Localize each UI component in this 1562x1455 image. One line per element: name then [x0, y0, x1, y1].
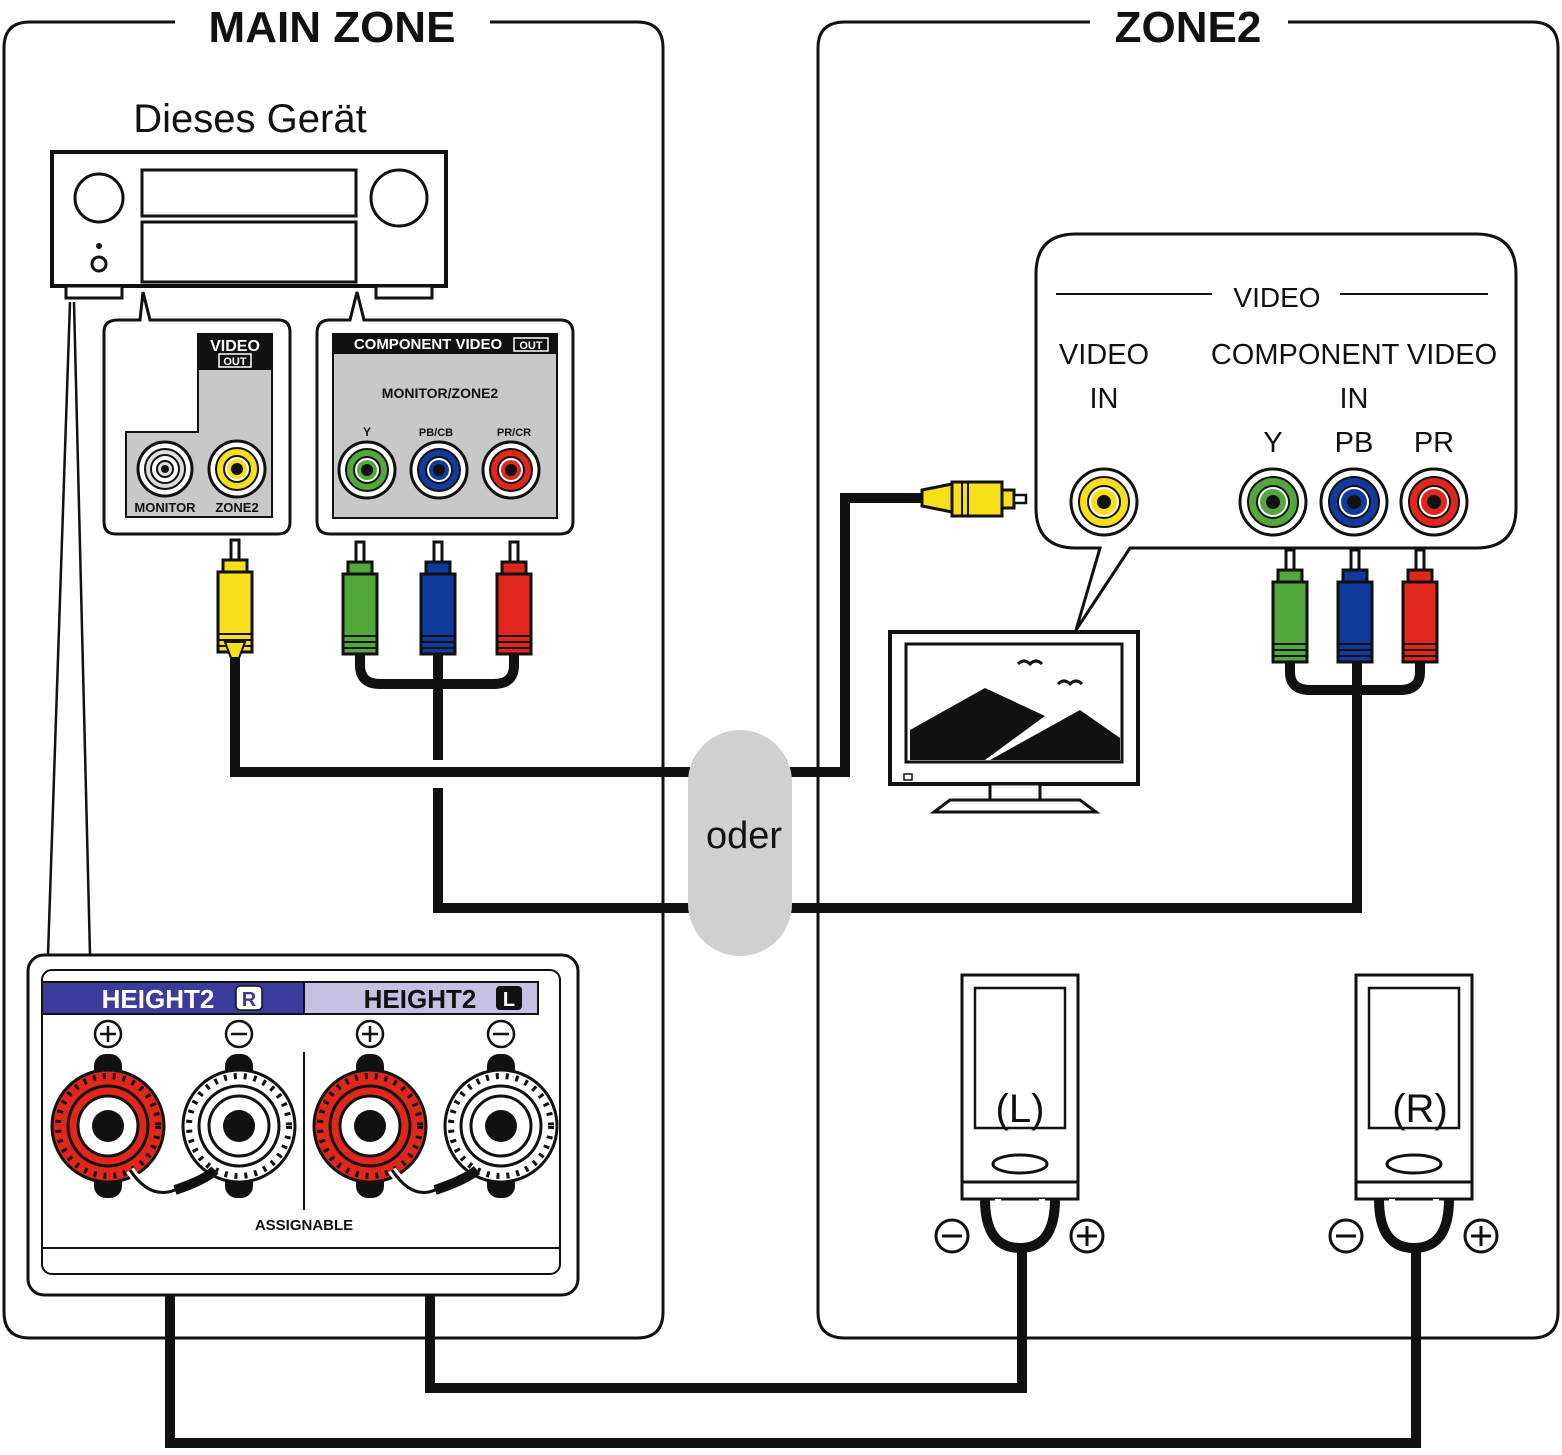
height2-r-badge-box	[235, 985, 263, 1011]
component-out-pb-label: PB/CB	[419, 427, 453, 439]
component-out-y-label: Y	[363, 425, 371, 439]
speaker-terminal-panel	[26, 953, 580, 1297]
cables	[165, 493, 1425, 1448]
speaker-right-label: (R)	[1392, 1087, 1448, 1131]
receiver-front-panel	[50, 150, 448, 300]
video-out-title: VIDEO	[210, 338, 260, 355]
component-out-badge: OUT	[519, 340, 543, 352]
minus-icon	[1328, 1218, 1364, 1254]
tv-pb-jack	[1319, 467, 1389, 537]
video-out-panel	[102, 291, 292, 536]
tv-icon	[888, 630, 1140, 814]
tv-y-jack	[1238, 467, 1308, 537]
tv-video-in-line2: IN	[1090, 383, 1119, 415]
main-zone-title: MAIN ZONE	[209, 3, 456, 52]
speaker-left	[960, 973, 1080, 1254]
component-plug-pb-main	[419, 540, 457, 656]
speaker-right	[1354, 973, 1474, 1254]
component-out-pr-jack	[481, 440, 541, 500]
height2-l-badge: L	[503, 989, 515, 1011]
height2-r-label: HEIGHT2	[102, 984, 215, 1014]
zone2-jack-label: ZONE2	[215, 500, 258, 515]
zone2-video-jack	[207, 439, 267, 499]
plus-icon	[1069, 1218, 1105, 1254]
tv-component-in-line2: IN	[1340, 383, 1369, 415]
height2-l-label: HEIGHT2	[364, 984, 477, 1014]
component-out-pb-jack	[409, 440, 469, 500]
main-zone-frame	[2, 20, 665, 1340]
tv-video-in-jack	[1069, 467, 1139, 537]
monitor-jack	[136, 440, 194, 498]
component-out-y-jack	[337, 440, 397, 500]
terminal-wire-loops	[126, 1166, 481, 1197]
zone2-frame	[816, 20, 1560, 1340]
tv-y-label: Y	[1263, 427, 1282, 459]
component-out-title: COMPONENT VIDEO	[354, 336, 503, 353]
monitor-jack-label: MONITOR	[134, 500, 196, 515]
minus-icon	[934, 1218, 970, 1254]
component-cable-run	[433, 682, 1362, 913]
assignable-label: ASSIGNABLE	[255, 1217, 353, 1234]
composite-plug-tv	[920, 480, 1028, 518]
minus-icon	[486, 1019, 516, 1049]
tv-video-in-line1: VIDEO	[1059, 339, 1149, 371]
component-plug-y-zone2	[1271, 548, 1309, 664]
video-out-badge: OUT	[223, 356, 247, 368]
plus-icon	[355, 1019, 385, 1049]
minus-icon	[224, 1019, 254, 1049]
oder-pill	[688, 730, 792, 956]
height2-r-badge: R	[242, 989, 257, 1011]
component-plug-pb-zone2	[1336, 548, 1374, 664]
plus-icon	[93, 1019, 123, 1049]
speaker-cable-right	[165, 1192, 1421, 1448]
tv-video-group-title: VIDEO	[1233, 282, 1320, 313]
composite-video-cable	[230, 493, 925, 777]
plus-icon	[1463, 1218, 1499, 1254]
composite-plug-main	[216, 538, 254, 659]
component-out-subtitle: MONITOR/ZONE2	[382, 385, 499, 401]
component-plug-pr-main	[495, 540, 533, 656]
component-plug-pr-zone2	[1401, 548, 1439, 664]
receiver-label: Dieses Gerät	[133, 97, 366, 141]
oder-label: oder	[706, 815, 782, 857]
height2-l-badge-box	[496, 986, 522, 1010]
component-out-pr-label: PR/CR	[497, 427, 531, 439]
tv-pr-label: PR	[1414, 427, 1454, 459]
zone2-title: ZONE2	[1115, 3, 1262, 52]
tv-pb-label: PB	[1335, 427, 1374, 459]
tv-component-in-line1: COMPONENT VIDEO	[1211, 339, 1497, 371]
speaker-left-label: (L)	[996, 1087, 1045, 1131]
component-plug-y-main	[341, 540, 379, 656]
speaker-panel-callout-lines	[46, 301, 92, 956]
tv-pr-jack	[1399, 467, 1469, 537]
